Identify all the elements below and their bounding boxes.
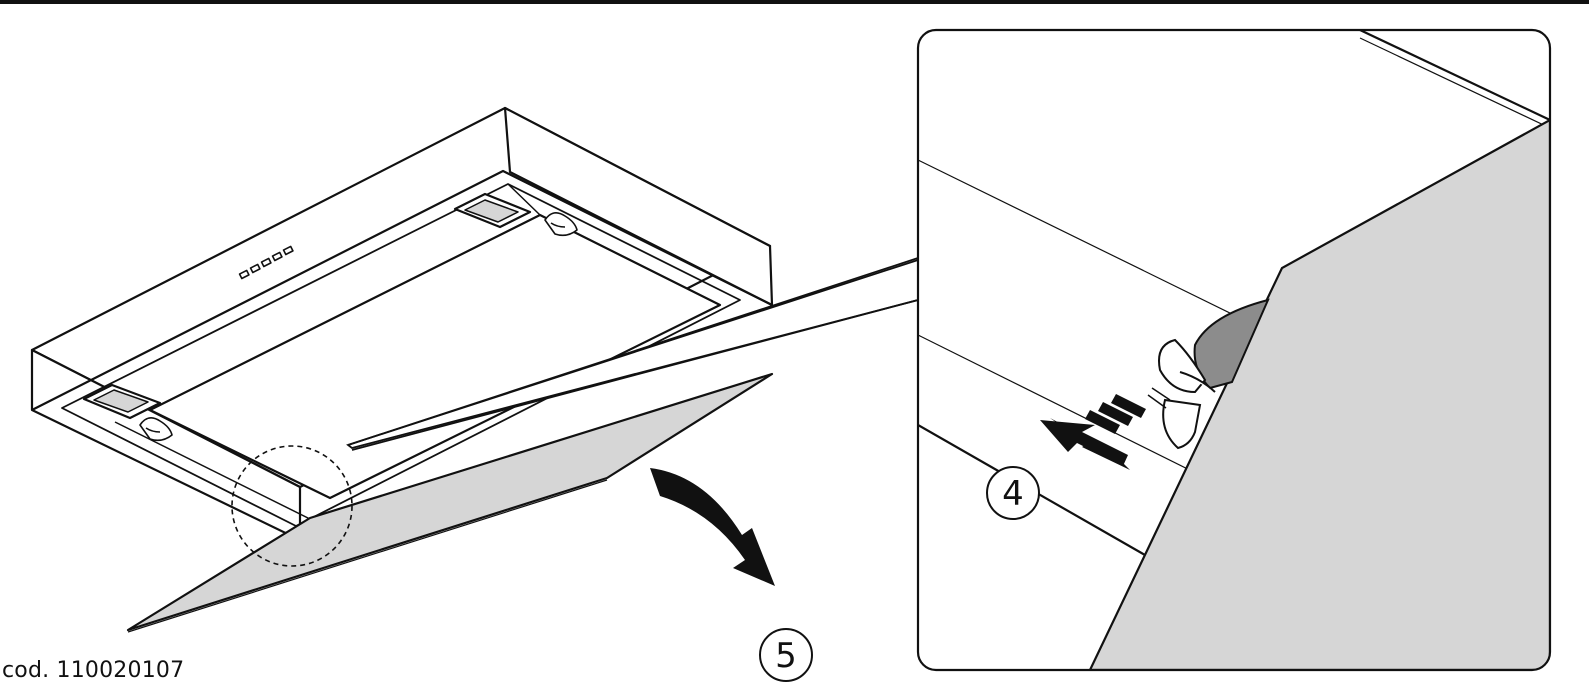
step-4-marker: 4 <box>986 466 1040 520</box>
hood-bottom-edge <box>31 169 773 411</box>
latch-tick-2 <box>1147 394 1167 409</box>
step-5-number: 5 <box>775 636 797 676</box>
tilt-down-arrow-icon <box>650 468 775 586</box>
detail-filter-panel <box>1088 118 1550 670</box>
filter-panel <box>126 372 774 632</box>
step-5-marker: 5 <box>759 628 813 682</box>
detail-line-1 <box>1359 30 1550 121</box>
document-code: cod. 110020107 <box>2 658 185 683</box>
range-hood <box>30 106 774 633</box>
latch-tick-1 <box>1151 387 1171 401</box>
detail-latch <box>1158 338 1216 450</box>
lamp-right <box>453 192 532 229</box>
filter-panel-edge <box>127 479 608 633</box>
filter-opening <box>148 213 722 500</box>
step-4-number: 4 <box>1002 474 1024 514</box>
rim-line-2 <box>507 183 541 216</box>
latch-right <box>544 212 578 237</box>
detail-circle <box>231 445 353 567</box>
detail-line-2 <box>1359 37 1550 129</box>
lamp-left <box>82 383 162 420</box>
detail-frame <box>916 28 1552 672</box>
detail-view: 4 <box>916 28 1552 672</box>
push-tab-arrow-icon <box>1040 394 1146 470</box>
hood-inner-rim <box>61 183 741 527</box>
latch-left <box>139 417 173 442</box>
control-buttons <box>238 245 294 280</box>
